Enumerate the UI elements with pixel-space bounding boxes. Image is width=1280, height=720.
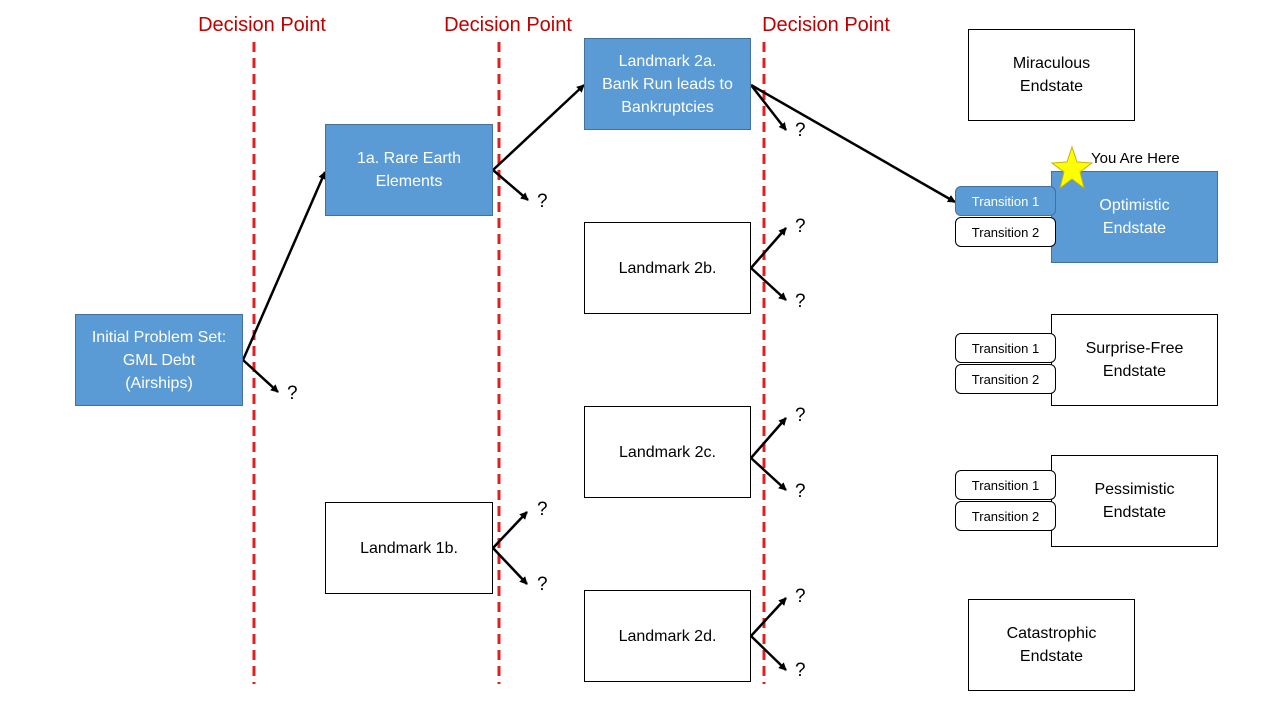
arrow-2a-to-optimistic [750, 83, 956, 204]
unknown-marker: ? [287, 383, 298, 404]
arrow-2d-down [750, 635, 787, 671]
unknown-marker: ? [795, 120, 806, 141]
star-icon [1050, 145, 1094, 190]
transition-optimistic-1: Transition 1 [955, 186, 1056, 216]
arrow-1a-to-unknown [492, 169, 529, 201]
unknown-marker: ? [795, 481, 806, 502]
arrow-1b-up [492, 511, 528, 549]
node-landmark-2b: Landmark 2b. [584, 222, 751, 314]
decision-point-label-2: Decision Point [444, 14, 572, 36]
endstate-miraculous: Miraculous Endstate [968, 29, 1135, 121]
node-landmark-1b: Landmark 1b. [325, 502, 493, 594]
endstate-pessimistic: Pessimistic Endstate [1051, 455, 1218, 547]
transition-pessimistic-2: Transition 2 [955, 501, 1056, 531]
unknown-marker: ? [537, 574, 548, 595]
arrow-2d-up [750, 597, 787, 637]
transition-surprise-free-2: Transition 2 [955, 364, 1056, 394]
transition-pessimistic-1: Transition 1 [955, 470, 1056, 500]
node-landmark-2d: Landmark 2d. [584, 590, 751, 682]
arrow-initial-to-1a [241, 171, 327, 361]
node-landmark-2a: Landmark 2a. Bank Run leads to Bankruptc… [584, 38, 751, 130]
you-are-here-label: You Are Here [1091, 150, 1180, 167]
unknown-marker: ? [795, 405, 806, 426]
node-initial-problem-set: Initial Problem Set: GML Debt (Airships) [75, 314, 243, 406]
arrow-2b-down [750, 267, 787, 301]
decision-point-label-3: Decision Point [762, 14, 890, 36]
arrow-2a-to-unknown [750, 84, 787, 131]
endstate-catastrophic: Catastrophic Endstate [968, 599, 1135, 691]
arrow-1a-to-2a [492, 84, 585, 171]
unknown-marker: ? [537, 499, 548, 520]
decision-point-label-1: Decision Point [198, 14, 326, 36]
arrow-2c-down [750, 457, 787, 491]
unknown-marker: ? [795, 660, 806, 681]
node-landmark-1a: 1a. Rare Earth Elements [325, 124, 493, 216]
arrow-initial-to-unknown [242, 359, 279, 393]
unknown-marker: ? [795, 586, 806, 607]
node-landmark-2c: Landmark 2c. [584, 406, 751, 498]
endstate-surprise-free: Surprise-Free Endstate [1051, 314, 1218, 406]
arrow-1b-down [492, 547, 528, 585]
endstate-optimistic: Optimistic Endstate [1051, 171, 1218, 263]
unknown-marker: ? [537, 191, 548, 212]
unknown-marker: ? [795, 291, 806, 312]
transition-optimistic-2: Transition 2 [955, 217, 1056, 247]
transition-surprise-free-1: Transition 1 [955, 333, 1056, 363]
arrow-2b-up [750, 227, 787, 269]
unknown-marker: ? [795, 216, 806, 237]
arrow-2c-up [750, 417, 787, 459]
